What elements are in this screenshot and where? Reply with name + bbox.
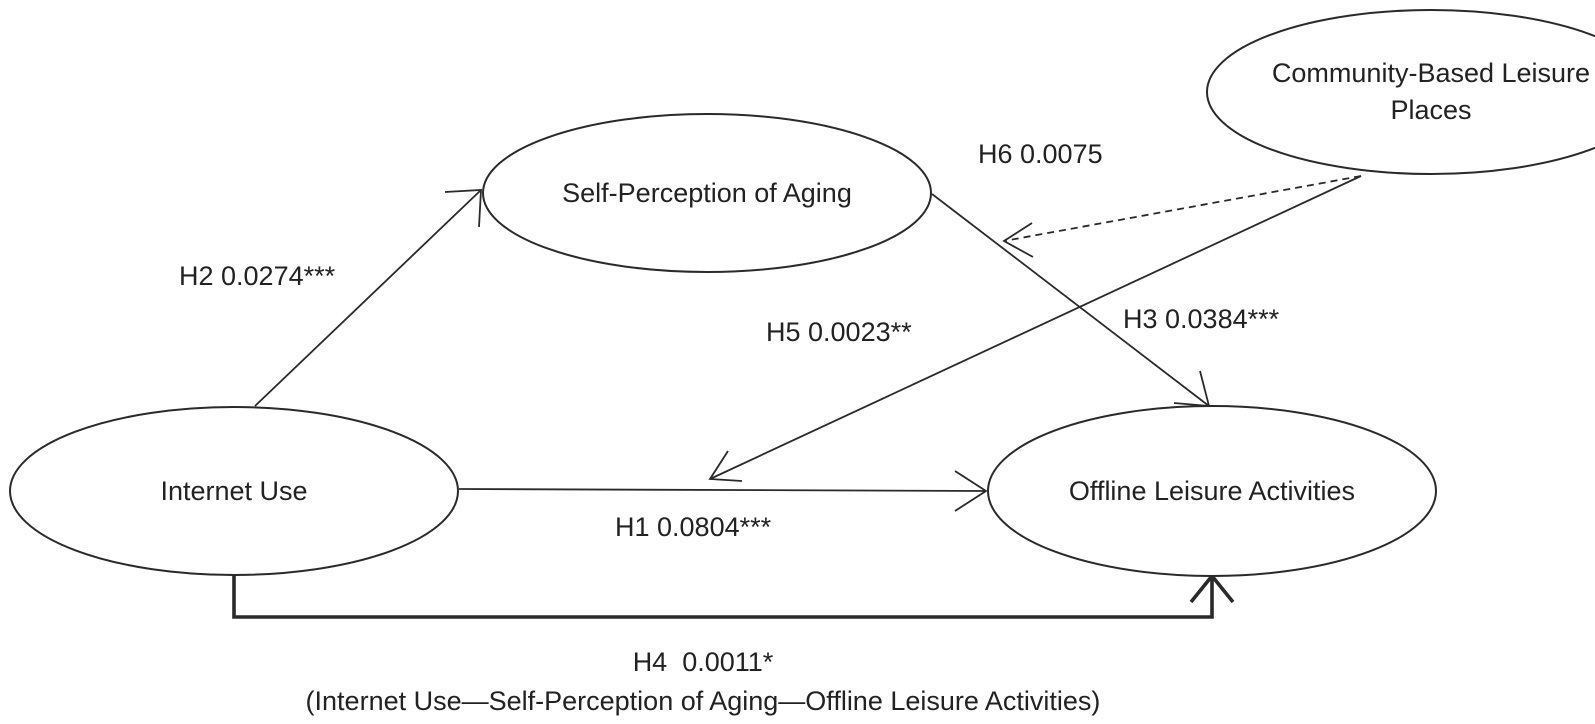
node-label-self-perception: Self-Perception of Aging — [562, 178, 852, 208]
node-community-leisure-places: Community-Based Leisure Places — [1206, 9, 1595, 175]
edge-h1 — [458, 470, 988, 512]
node-label-community-line2: Places — [1390, 95, 1471, 125]
edge-label-h3: H3 0.0384*** — [1123, 304, 1280, 334]
edge-label-h4-path: (Internet Use—Self-Perception of Aging—O… — [306, 686, 1101, 716]
node-internet-use: Internet Use — [9, 406, 459, 576]
edge-label-h4: H4 0.0011* — [633, 647, 774, 677]
edge-h6 — [1002, 175, 1362, 258]
node-label-internet-use: Internet Use — [160, 476, 307, 506]
edge-h3 — [931, 193, 1211, 408]
edge-label-h1: H1 0.0804*** — [615, 512, 772, 542]
edge-h4 — [232, 573, 1235, 619]
edge-label-h6: H6 0.0075 — [978, 139, 1103, 169]
edge-label-h2: H2 0.0274*** — [179, 261, 336, 291]
node-label-offline-leisure: Offline Leisure Activities — [1069, 476, 1355, 506]
edge-h2 — [254, 189, 482, 407]
node-self-perception-of-aging: Self-Perception of Aging — [482, 113, 932, 273]
edge-label-h5: H5 0.0023** — [766, 317, 912, 347]
edge-h5 — [708, 175, 1362, 482]
node-label-community-line1: Community-Based Leisure — [1272, 58, 1590, 88]
node-offline-leisure-activities: Offline Leisure Activities — [987, 405, 1437, 577]
